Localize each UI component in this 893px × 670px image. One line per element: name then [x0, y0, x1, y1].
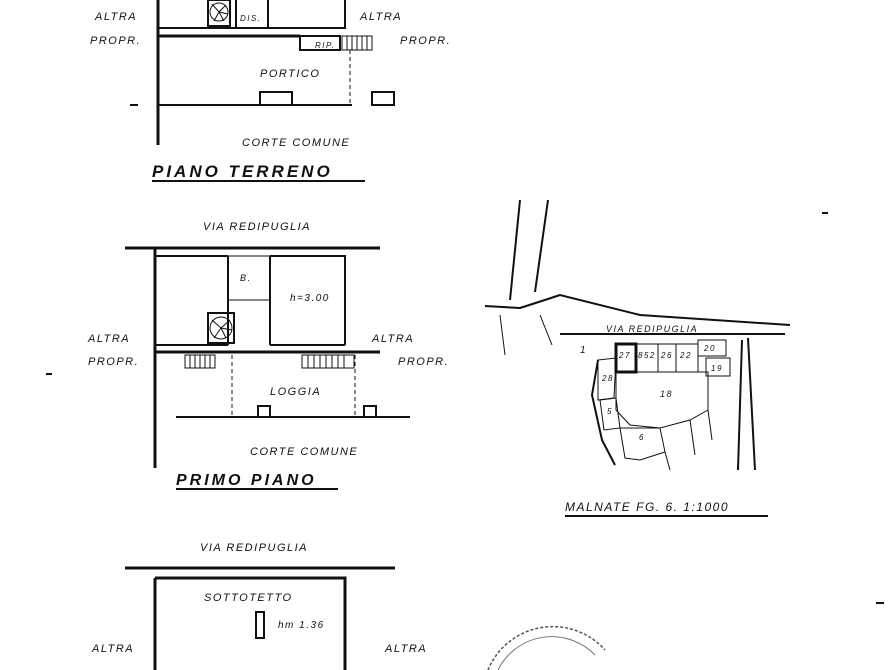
ground-stair [341, 35, 373, 51]
first-column-2 [363, 405, 377, 418]
map-left-lines [499, 314, 553, 356]
map-parcel-5: 5 [607, 407, 613, 416]
ground-portico-label: PORTICO [260, 68, 320, 80]
map-parcel-18: 18 [660, 389, 673, 399]
first-street-label: VIA REDIPUGLIA [203, 221, 311, 233]
attic-height-label: hm 1.36 [278, 620, 325, 631]
first-bath-room [227, 255, 271, 301]
ground-room-walls [157, 0, 346, 29]
first-stair-left [184, 354, 216, 369]
map-parcel-18-box [615, 371, 709, 429]
first-corte-label: CORTE COMUNE [250, 446, 358, 458]
map-parcel-1: 1 [580, 345, 587, 356]
first-height-label: h=3.00 [290, 293, 330, 304]
map-parcel-19: 19 [711, 364, 723, 373]
margin-mark-1 [130, 104, 138, 106]
attic-walls [153, 576, 347, 670]
map-parcel-852: 852 [638, 351, 656, 360]
map-lower-lines [664, 409, 713, 471]
first-altra-right: ALTRA [371, 333, 414, 345]
attic-sottotetto-label: SOTTOTETTO [204, 592, 293, 604]
first-stair-right [301, 354, 355, 369]
map-parcel-20-box [697, 339, 727, 357]
attic-altra-right: ALTRA [384, 643, 427, 655]
map-parcel-26: 26 [660, 351, 673, 360]
map-parcel-19-box [705, 357, 731, 377]
margin-mark-3 [46, 373, 52, 375]
map-block-edges [590, 337, 756, 471]
attic-altra-left: ALTRA [91, 643, 134, 655]
map-road-upper-edge [484, 293, 791, 326]
ground-small-block [371, 91, 395, 106]
ground-floor-plan: ALTRA PROPR. ALTRA PROPR. DIS. RIP. PORT… [90, 0, 451, 182]
margin-mark-4 [876, 602, 884, 604]
first-floor-title: PRIMO PIANO [176, 472, 317, 489]
first-prop-left: PROPR. [88, 356, 139, 368]
ground-corte-label: CORTE COMUNE [242, 137, 350, 149]
cadastral-map: VIA REDIPUGLIA 1 27 852 26 22 20 19 28 1… [484, 199, 791, 517]
first-b-label: B. [240, 273, 252, 283]
attic-plan: VIA REDIPUGLIA SOTTOTETTO hm 1.36 ALTRA … [91, 542, 427, 670]
ground-dis-label: DIS. [240, 14, 262, 23]
map-parcel-6-box [619, 427, 666, 461]
ground-altra-left: ALTRA [94, 11, 137, 23]
stamp-fragment [487, 625, 606, 670]
first-floor-plan: VIA REDIPUGLIA B. h=3.00 ALTRA PROPR. AL… [87, 221, 449, 490]
ground-rip-label: RIP. [315, 41, 336, 50]
ground-column-block [259, 91, 293, 106]
attic-hatch [255, 611, 265, 639]
map-parcel-27: 27 [618, 351, 631, 360]
attic-street-label: VIA REDIPUGLIA [200, 542, 308, 554]
map-side-road [509, 199, 549, 301]
ground-spiral-stair [207, 0, 231, 27]
first-column-1 [257, 405, 271, 418]
map-parcel-28: 28 [601, 374, 614, 383]
first-altra-left: ALTRA [87, 333, 130, 345]
ground-prop-right: PROPR. [400, 35, 451, 47]
first-spiral-stair [207, 312, 235, 344]
first-prop-right: PROPR. [398, 356, 449, 368]
ground-altra-right: ALTRA [359, 11, 402, 23]
ground-prop-left: PROPR. [90, 35, 141, 47]
first-loggia-dashed-edges [231, 355, 356, 417]
ground-rip-room [299, 35, 341, 51]
first-loggia-label: LOGGIA [270, 386, 321, 398]
margin-mark-2 [822, 212, 828, 214]
map-caption: MALNATE FG. 6. 1:1000 [565, 500, 729, 514]
map-parcel-22: 22 [679, 351, 692, 360]
map-parcel-6: 6 [639, 433, 645, 442]
ground-floor-title: PIANO TERRENO [152, 162, 333, 181]
map-street-label: VIA REDIPUGLIA [606, 324, 698, 334]
map-parcel-20: 20 [703, 344, 716, 353]
